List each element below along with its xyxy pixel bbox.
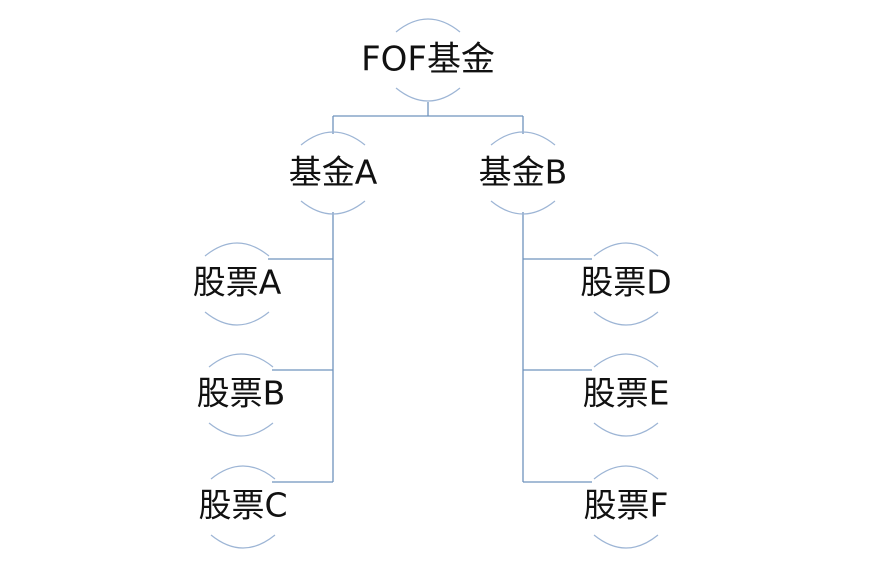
stock-d-arc-top [593, 242, 659, 257]
stock-b-arc-bottom [208, 422, 274, 437]
stock-c-label: 股票C [198, 486, 287, 525]
stock-f-arc-bottom [593, 534, 659, 549]
stock-c-arc-bottom [210, 534, 276, 549]
stock-a-label: 股票A [193, 263, 282, 302]
stock-b-label: 股票B [197, 374, 286, 413]
node-labels: FOF基金 基金A 基金B 股票A 股票B 股票C 股票D 股票E 股票F [193, 40, 672, 525]
stock-c-arc-top [210, 465, 276, 480]
stock-a-arc-bottom [204, 311, 270, 326]
stock-b-arc-top [208, 353, 274, 368]
stock-d-arc-bottom [593, 311, 659, 326]
root-node-label: FOF基金 [361, 40, 495, 80]
stock-e-arc-bottom [593, 422, 659, 437]
fund-a-arc-top [300, 131, 366, 146]
fund-a-label: 基金A [289, 153, 378, 192]
node-arcs [204, 18, 659, 549]
stock-a-arc-top [204, 242, 270, 257]
fund-a-arc-bottom [300, 200, 366, 215]
stock-e-label: 股票E [583, 374, 670, 413]
root-arc-bottom [395, 87, 461, 102]
fund-b-label: 基金B [479, 153, 568, 192]
stock-f-arc-top [593, 465, 659, 480]
stock-e-arc-top [593, 353, 659, 368]
fund-b-arc-bottom [490, 200, 556, 215]
stock-f-label: 股票F [584, 486, 669, 525]
connector-lines [268, 102, 592, 483]
root-arc-top [395, 18, 461, 33]
stock-d-label: 股票D [580, 263, 671, 302]
fund-b-arc-top [490, 131, 556, 146]
